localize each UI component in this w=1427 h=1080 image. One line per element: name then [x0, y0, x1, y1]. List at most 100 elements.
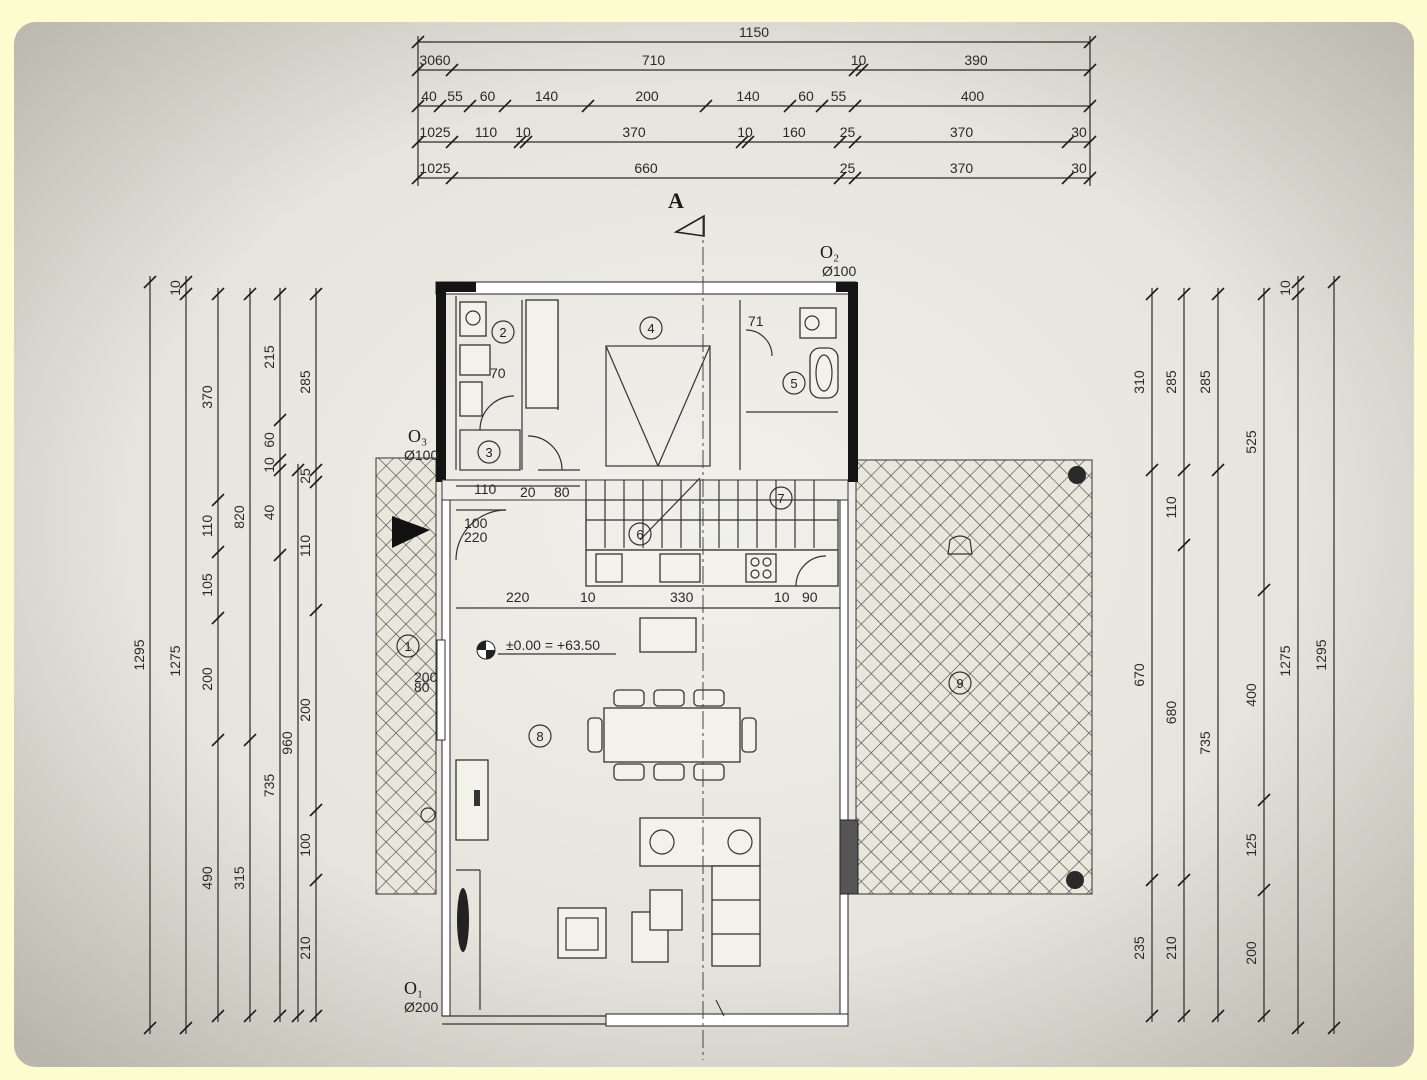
window-label-o1: O₁: [404, 978, 423, 998]
dimension-tick: [833, 171, 847, 185]
dimension-tick: [273, 413, 287, 427]
left-dim-c3-3: 200: [199, 667, 215, 691]
dimension-tick: [1257, 883, 1271, 897]
top-dim-row1-0: 3060: [419, 52, 450, 68]
right-dim-c3-0: 285: [1197, 370, 1213, 394]
dimension-tick: [273, 463, 287, 477]
dimension-tick: [735, 135, 749, 149]
dimension-tick: [848, 63, 862, 77]
dimension-tick: [309, 873, 323, 887]
kitchen-island: [639, 617, 697, 653]
dimension-tick: [243, 733, 257, 747]
window-label-o2: O₂: [820, 242, 839, 262]
dimension-tick: [498, 99, 512, 113]
dimension-tick: [1257, 793, 1271, 807]
room-marker-circle: [948, 671, 972, 695]
room-marker-7: 7: [777, 491, 784, 506]
top-dim-row0-0: 1150: [739, 24, 769, 40]
room-marker-9: 9: [956, 676, 963, 691]
dimension-tick: [833, 135, 847, 149]
top-dim-row3-2: 10: [515, 124, 531, 140]
window-sub-o2: Ø100: [822, 263, 856, 279]
right-terrace: [855, 459, 1093, 895]
dimension-tick: [433, 99, 447, 113]
dimension-tick: [1327, 275, 1341, 289]
dimension-tick: [1145, 1009, 1159, 1023]
kitchen-sink: [595, 553, 623, 583]
dimension-tick: [211, 733, 225, 747]
dimension-tick: [848, 99, 862, 113]
dimension-tick: [309, 1009, 323, 1023]
dimension-tick: [411, 35, 425, 49]
wall-mirror: [457, 888, 469, 952]
dimension-tick: [1083, 135, 1097, 149]
room-marker-circle: [491, 320, 515, 344]
right-dim-c3-1: 735: [1197, 731, 1213, 755]
dimension-tick: [309, 287, 323, 301]
shower-1: [459, 381, 483, 417]
dimension-tick: [291, 1009, 305, 1023]
left-dim-c3-2: 105: [199, 573, 215, 597]
dimension-tick: [1145, 463, 1159, 477]
dimension-tick: [1083, 63, 1097, 77]
left-dim-c5-0: 215: [261, 345, 277, 369]
toilet-2: [799, 307, 837, 339]
right-dim-c5-1: 1275: [1277, 645, 1293, 676]
top-dim-row3-3: 370: [622, 124, 646, 140]
inner-dim-row2-1: 10: [580, 589, 596, 605]
top-dim-row3-0: 1025: [419, 124, 450, 140]
bathtub: [809, 347, 839, 399]
top-dim-row3-5: 160: [782, 124, 806, 140]
left-dim-c6-4: 100: [297, 833, 313, 857]
top-dim-row2-1: 55: [447, 88, 463, 104]
left-dim-c1-0: 1295: [131, 639, 147, 670]
top-dim-row4-3: 370: [950, 160, 974, 176]
top-dim-row4-1: 660: [634, 160, 658, 176]
dimension-tick: [848, 171, 862, 185]
left-dim-c6-2: 110: [297, 535, 313, 558]
dimension-tick: [273, 287, 287, 301]
inner-dim-row2-2: 330: [670, 589, 694, 605]
right-dim-c4-3: 200: [1243, 941, 1259, 965]
left-dim-c6-1: 25: [297, 468, 313, 484]
dimension-tick: [519, 135, 533, 149]
dimension-tick: [1177, 287, 1191, 301]
dimension-tick: [243, 1009, 257, 1023]
living-dining-area: [420, 607, 840, 1010]
room-marker-6: 6: [636, 527, 643, 542]
top-dim-row2-0: 40: [421, 88, 437, 104]
fireplace: [455, 759, 489, 841]
dimension-tick: [1327, 1021, 1341, 1035]
dimension-tick: [179, 275, 193, 289]
dimension-tick: [581, 99, 595, 113]
window-sub-o3: Ø100: [404, 447, 438, 463]
dimension-tick: [1083, 35, 1097, 49]
dimension-tick: [699, 99, 713, 113]
dimension-tick: [513, 135, 527, 149]
top-dim-row1-2: 10: [851, 52, 867, 68]
dimension-tick: [445, 171, 459, 185]
dimension-tick: [243, 287, 257, 301]
dimension-tick: [1177, 873, 1191, 887]
dimension-tick: [1083, 171, 1097, 185]
right-dim-c2-3: 210: [1163, 936, 1179, 960]
window-sub-o1: Ø200: [404, 999, 438, 1015]
top-dim-row3-7: 370: [950, 124, 974, 140]
left-dim-c2-1: 1275: [167, 645, 183, 676]
small-note-3: 220: [464, 529, 488, 545]
dimension-tick: [273, 548, 287, 562]
top-dim-row2-7: 55: [831, 88, 847, 104]
room-marker-circle: [639, 316, 663, 340]
dimension-tick: [309, 463, 323, 477]
plan-labels: A O₂ Ø100 O₃ Ø100 O₁ Ø200 ±0.00 = +63.50…: [396, 188, 972, 1015]
top-dim-row2-4: 200: [635, 88, 659, 104]
dimension-tick: [411, 63, 425, 77]
dimension-tick: [1291, 287, 1305, 301]
dimension-tick: [741, 135, 755, 149]
dimension-tick: [1211, 1009, 1225, 1023]
dimension-tick: [1061, 171, 1075, 185]
top-dim-row2-2: 60: [480, 88, 496, 104]
room-marker-4: 4: [647, 321, 654, 336]
